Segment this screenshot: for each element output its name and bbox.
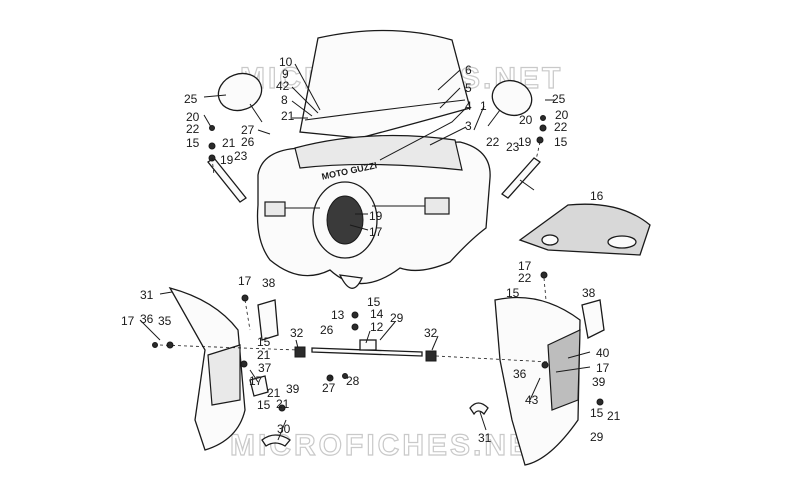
mirror-arm-right (501, 157, 541, 199)
part-number-label: 15 (554, 135, 568, 149)
lower-fairing-right (494, 296, 581, 466)
part-number-label: 37 (258, 361, 272, 375)
bracket-39 (581, 299, 605, 339)
part-number-label: 8 (281, 93, 288, 107)
mirror-right (487, 79, 533, 127)
part-number-label: 29 (590, 430, 604, 444)
part-number-label: 29 (390, 311, 404, 325)
part-number-label: 21 (281, 109, 295, 123)
part-number-label: 42 (276, 79, 290, 93)
part-number-label: 38 (582, 286, 596, 300)
fairing-body (256, 134, 491, 289)
part-number-label: 19 (220, 153, 234, 167)
part-number-label: 15 (257, 398, 271, 412)
part-number-label: 31 (478, 431, 492, 445)
hook-33 (469, 402, 489, 416)
lower-fairing-left (168, 286, 246, 451)
part-number-label: 22 (186, 122, 200, 136)
part-number-label: 22 (518, 271, 532, 285)
part-number-label: 17 (121, 314, 135, 328)
part-number-label: 36 (513, 367, 527, 381)
part-number-label: 10 (279, 55, 293, 69)
part-number-label: 15 (257, 335, 271, 349)
part-number-label: 22 (554, 120, 568, 134)
part-number-label: 21 (276, 397, 290, 411)
part-number-label: 22 (486, 135, 500, 149)
part-labels: 10 9 42 8 21 6 5 4 1 3 25 20 22 15 27 26… (121, 55, 621, 445)
part-number-label: 43 (525, 393, 539, 407)
fasteners (152, 115, 604, 412)
part-number-label: 17 (518, 259, 532, 273)
part-number-label: 17 (249, 374, 263, 388)
part-number-label: 23 (234, 149, 248, 163)
part-number-label: 21 (607, 409, 621, 423)
clip-37 (249, 375, 269, 397)
part-number-label: 36 (140, 312, 154, 326)
part-number-label: 1 (480, 99, 487, 113)
windshield (299, 29, 471, 139)
part-number-label: 17 (238, 274, 252, 288)
part-number-label: 19 (369, 209, 383, 223)
part-number-label: 17 (369, 225, 383, 239)
part-number-label: 20 (519, 113, 533, 127)
part-number-label: 25 (552, 92, 566, 106)
part-number-label: 9 (282, 67, 289, 81)
part-number-label: 4 (465, 99, 472, 113)
part-number-label: 12 (370, 320, 384, 334)
part-number-label: 15 (506, 286, 520, 300)
part-number-label: 32 (290, 326, 304, 340)
part-number-label: 17 (596, 361, 610, 375)
part-number-label: 21 (267, 386, 281, 400)
part-number-label: 15 (367, 295, 381, 309)
part-number-label: 15 (590, 406, 604, 420)
part-number-label: 28 (346, 374, 360, 388)
part-number-label: 20 (186, 110, 200, 124)
part-number-label: 13 (331, 308, 345, 322)
part-number-label: 39 (286, 382, 300, 396)
part-number-label: 21 (257, 348, 271, 362)
part-number-label: 39 (592, 375, 606, 389)
part-number-label: 14 (370, 307, 384, 321)
part-number-label: 31 (140, 288, 154, 302)
mirror-left (217, 72, 263, 123)
part-number-label: 27 (322, 381, 336, 395)
part-number-label: 30 (277, 422, 291, 436)
crossbar (294, 339, 437, 362)
part-number-label: 5 (465, 81, 472, 95)
bracket-38 (257, 299, 279, 341)
part-number-label: 23 (506, 140, 520, 154)
part-number-label: 20 (555, 108, 569, 122)
part-number-label: 26 (241, 135, 255, 149)
part-number-label: 27 (241, 123, 255, 137)
hook-32 (261, 434, 291, 447)
part-number-label: 6 (465, 63, 472, 77)
leader-lines (139, 63, 591, 441)
part-number-label: 21 (222, 136, 236, 150)
part-number-label: 3 (465, 119, 472, 133)
part-number-label: 32 (424, 326, 438, 340)
part-number-label: 26 (320, 323, 334, 337)
part-number-label: 40 (596, 346, 610, 360)
part-number-label: 38 (262, 276, 276, 290)
part-number-label: 15 (186, 136, 200, 150)
part-number-label: 35 (158, 314, 172, 328)
part-number-label: 19 (518, 135, 532, 149)
part-number-label: 16 (590, 189, 604, 203)
part-number-label: 25 (184, 92, 198, 106)
